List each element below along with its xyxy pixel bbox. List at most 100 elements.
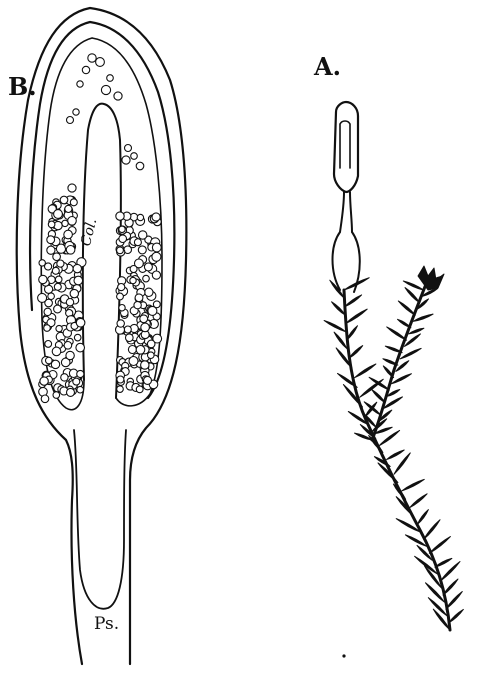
- spore: [126, 334, 134, 342]
- spore: [41, 395, 49, 403]
- spore: [82, 66, 89, 73]
- spore: [77, 386, 84, 393]
- moss-leaf: [405, 288, 420, 303]
- spore: [138, 246, 146, 254]
- spore: [119, 305, 125, 311]
- spore: [124, 326, 131, 333]
- moss-leaf: [324, 321, 346, 332]
- spore: [136, 162, 144, 170]
- spore: [45, 341, 52, 348]
- columella: [83, 104, 121, 398]
- spore: [145, 288, 153, 296]
- spore: [39, 275, 47, 283]
- moss-leaf: [446, 592, 463, 610]
- branch-bud: [418, 266, 444, 290]
- spore: [101, 85, 110, 94]
- spore: [47, 236, 55, 244]
- spore: [52, 347, 61, 356]
- spore: [136, 386, 143, 393]
- spore: [117, 247, 124, 254]
- moss-leaf: [409, 328, 424, 334]
- spore: [117, 320, 124, 327]
- spore: [153, 301, 160, 308]
- spore: [152, 213, 160, 221]
- moss-leaf: [355, 364, 376, 378]
- moss-leaf: [349, 346, 363, 359]
- spore: [117, 293, 124, 300]
- moss-plant-a: [324, 102, 463, 630]
- moss-leaf: [417, 510, 428, 525]
- moss-leaf: [398, 319, 411, 327]
- spore: [55, 276, 62, 283]
- spore: [139, 231, 147, 239]
- spore: [53, 253, 61, 261]
- spore: [128, 346, 136, 354]
- spore: [144, 263, 152, 271]
- spore: [70, 289, 78, 297]
- spore: [54, 210, 63, 219]
- pseudopodium-label: Ps.: [94, 614, 119, 634]
- spore: [152, 252, 161, 261]
- spore: [64, 342, 72, 350]
- moss-leaf: [394, 453, 410, 474]
- spore: [44, 325, 51, 332]
- stray-dot: [342, 654, 345, 657]
- spore: [73, 378, 80, 385]
- spore: [40, 377, 48, 385]
- spore: [152, 243, 161, 252]
- spore: [135, 294, 143, 302]
- spore: [122, 156, 130, 164]
- spore: [67, 388, 75, 396]
- spore: [114, 92, 122, 100]
- moss-leaf: [387, 327, 407, 340]
- spore: [140, 315, 148, 323]
- spore: [74, 276, 83, 285]
- spore: [134, 239, 141, 246]
- moss-leaf: [343, 385, 362, 408]
- figure-label-a: A.: [314, 52, 341, 81]
- spore: [38, 293, 47, 302]
- spore: [53, 392, 60, 399]
- spore: [44, 308, 51, 315]
- spore: [73, 109, 79, 115]
- spore: [66, 299, 73, 306]
- spore: [129, 357, 138, 366]
- spore: [76, 318, 85, 327]
- moss-leaf: [379, 430, 399, 445]
- spore: [68, 184, 76, 192]
- spore: [136, 346, 145, 355]
- spore: [119, 226, 125, 232]
- spore-clusters: [38, 54, 162, 403]
- spore: [141, 361, 149, 369]
- moss-leaf: [360, 379, 384, 397]
- moss-leaf: [400, 348, 421, 359]
- moss-leaf: [398, 301, 415, 315]
- moss-leaf: [435, 558, 452, 567]
- spore: [48, 221, 55, 228]
- moss-leaf: [429, 537, 450, 554]
- spore: [46, 357, 53, 364]
- figure-label-b: B.: [8, 72, 37, 101]
- spore: [54, 283, 61, 290]
- spore: [52, 267, 59, 274]
- spore: [152, 271, 160, 279]
- spore: [147, 340, 155, 348]
- moss-leaf: [410, 494, 428, 508]
- moss-leaf: [393, 484, 405, 499]
- spore: [77, 370, 84, 377]
- spore: [141, 323, 150, 332]
- spore: [107, 75, 114, 82]
- moss-leaf: [334, 332, 347, 349]
- moss-leaf: [372, 390, 385, 403]
- spore: [137, 214, 143, 220]
- spore: [54, 305, 62, 313]
- moss-stalk: [340, 192, 352, 232]
- spore: [56, 325, 62, 331]
- spore: [77, 81, 83, 87]
- spore: [51, 360, 59, 368]
- spore: [66, 246, 75, 255]
- spore: [48, 293, 55, 300]
- spore: [130, 277, 136, 283]
